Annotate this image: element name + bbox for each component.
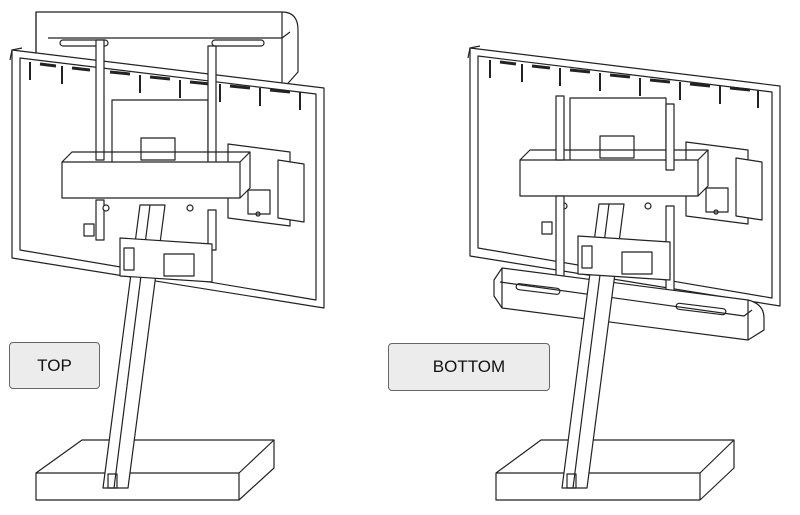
- assembly-bottom: [467, 45, 781, 501]
- vertical-rails-left: [95, 39, 217, 251]
- horizontal-bracket-left: [61, 151, 251, 212]
- assembly-top: [9, 11, 325, 501]
- label-top: TOP: [9, 342, 100, 389]
- stand-base-left: [35, 439, 275, 501]
- stand-plate-left: [119, 237, 213, 283]
- stand-plate-right: [577, 235, 671, 281]
- label-bottom: BOTTOM: [388, 343, 550, 391]
- soundbar-bottom: [493, 267, 765, 341]
- stand-base-right: [495, 439, 735, 501]
